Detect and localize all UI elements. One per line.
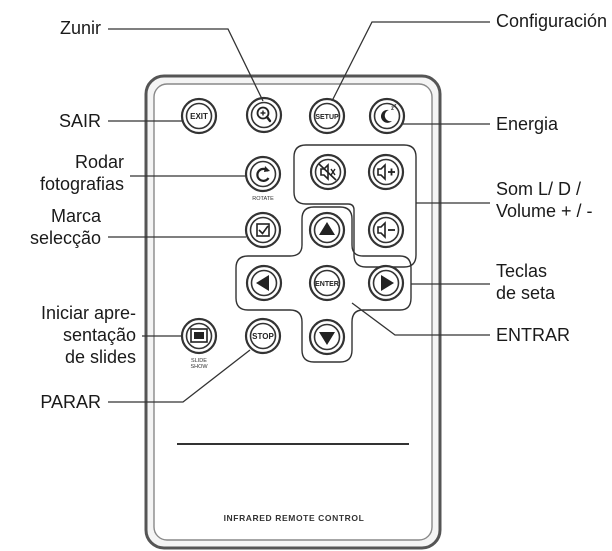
callout-rotate-line2: fotografias [40, 174, 124, 194]
mute-button[interactable] [309, 153, 347, 191]
leader-stop [108, 349, 251, 403]
arrow-down-icon [319, 332, 335, 345]
exit-button[interactable]: EXIT [180, 97, 218, 135]
callout-stop: PARAR [40, 392, 101, 412]
callout-zoom: Zunir [60, 18, 101, 38]
rotate-caption: ROTATE [252, 196, 274, 202]
volume-up-icon [377, 163, 395, 181]
remote-body: INFRARED REMOTE CONTROL [144, 74, 442, 550]
callout-enter: ENTRAR [496, 325, 570, 345]
arrow-left-button[interactable] [245, 264, 283, 302]
stop-button[interactable]: STOP [244, 317, 282, 355]
callout-slideshow-line1: Iniciar apre- [41, 303, 136, 323]
callout-power: Energia [496, 114, 559, 134]
leader-setup [331, 21, 490, 102]
exit-button-label: EXIT [190, 112, 208, 121]
callout-mark-line1: Marca [51, 206, 102, 226]
arrow-down-button[interactable] [308, 318, 346, 356]
callout-sound-line1: Som L/ D / [496, 179, 581, 199]
enter-button-label: ENTER [315, 281, 339, 288]
slideshow-icon [190, 328, 208, 343]
rotate-button[interactable] [244, 155, 282, 193]
mark-select-button[interactable] [244, 211, 282, 249]
slideshow-caption-2: SHOW [190, 364, 208, 370]
volume-down-icon [377, 221, 395, 239]
svg-text:z: z [391, 106, 394, 112]
slideshow-caption-1: SLIDE [191, 358, 207, 364]
callout-rotate-line1: Rodar [75, 152, 124, 172]
leader-zoom [108, 28, 264, 102]
callout-sound-line2: Volume + / - [496, 201, 593, 221]
enter-button[interactable]: ENTER [308, 264, 346, 302]
arrow-keys-outline [235, 206, 412, 363]
leader-lines [108, 21, 490, 403]
callout-slideshow-line2: sentação [63, 325, 136, 345]
power-icon: z z [380, 103, 397, 123]
arrow-up-icon [319, 222, 335, 235]
zoom-button[interactable] [245, 96, 283, 134]
sound-group-outline [293, 144, 417, 268]
volume-up-button[interactable] [367, 153, 405, 191]
callout-mark-line2: selecção [30, 228, 101, 248]
footer-label: INFRARED REMOTE CONTROL [224, 513, 365, 523]
callout-arrows-line2: de seta [496, 283, 556, 303]
setup-button[interactable]: SETUP [308, 97, 346, 135]
svg-text:z: z [394, 103, 397, 109]
slideshow-button[interactable] [180, 317, 218, 355]
zoom-icon [256, 106, 272, 123]
leader-enter [351, 302, 490, 336]
arrow-right-icon [381, 275, 394, 291]
checkbox-icon [256, 223, 270, 237]
callout-exit: SAIR [59, 111, 101, 131]
callout-setup: Configuración [496, 11, 607, 31]
arrow-right-button[interactable] [367, 264, 405, 302]
power-button[interactable]: z z [368, 97, 406, 135]
volume-down-button[interactable] [367, 211, 405, 249]
mute-icon [318, 163, 337, 181]
callout-slideshow-line3: de slides [65, 347, 136, 367]
stop-button-label: STOP [252, 332, 274, 341]
arrow-left-icon [256, 275, 269, 291]
setup-button-label: SETUP [315, 114, 339, 121]
callout-arrows-line1: Teclas [496, 261, 547, 281]
rotate-icon [256, 166, 270, 182]
arrow-up-button[interactable] [308, 211, 346, 249]
